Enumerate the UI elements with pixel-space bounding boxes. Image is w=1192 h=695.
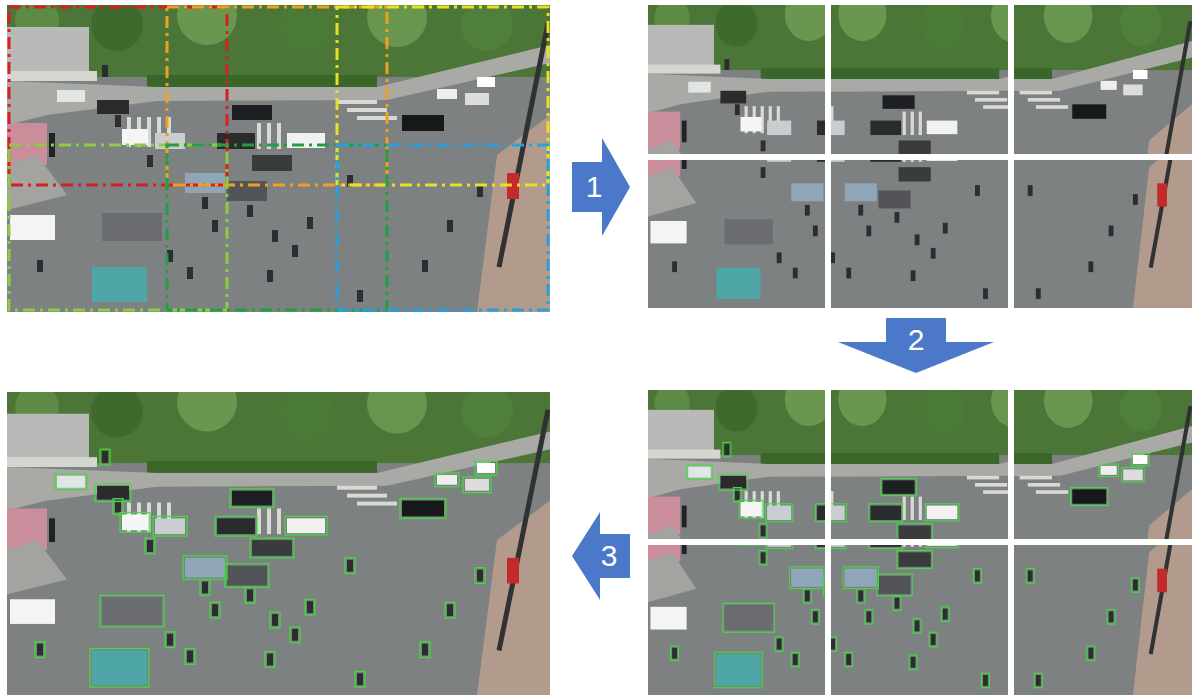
step-number: 2 bbox=[908, 325, 925, 355]
source-image bbox=[7, 0, 550, 312]
tiles-panel bbox=[648, 0, 1192, 308]
step-number: 1 bbox=[586, 172, 603, 202]
arrow-body bbox=[572, 138, 630, 236]
step-arrow: 1 bbox=[572, 138, 630, 236]
step-arrow: 2 bbox=[838, 318, 994, 373]
detections bbox=[35, 449, 497, 687]
scene-copy bbox=[753, 398, 1192, 695]
step-arrow: 3 bbox=[572, 512, 630, 600]
scene-copy bbox=[7, 0, 550, 312]
merged-image bbox=[7, 372, 550, 695]
tile bbox=[753, 15, 1192, 308]
step-number: 3 bbox=[601, 541, 618, 571]
arrow-body bbox=[838, 318, 994, 373]
scene-copy bbox=[753, 15, 1192, 308]
tile-grid bbox=[9, 7, 548, 310]
detections bbox=[775, 469, 1149, 688]
tile bbox=[753, 398, 1192, 695]
scene-copy bbox=[7, 372, 550, 695]
arrow-body bbox=[572, 512, 630, 600]
detected-tiles-panel bbox=[648, 372, 1192, 695]
